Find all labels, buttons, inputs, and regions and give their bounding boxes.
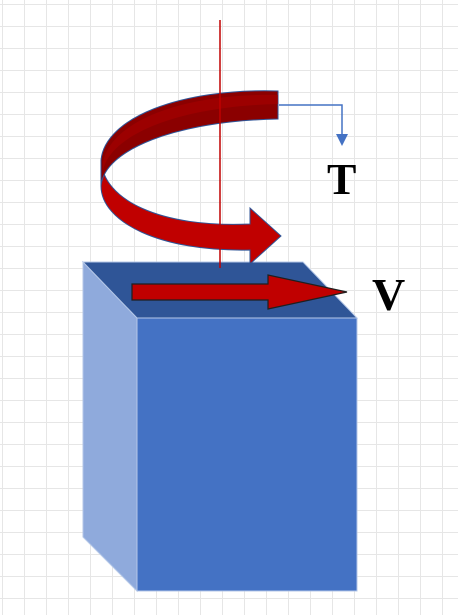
torque-arrow-back [100, 90, 279, 187]
torque-leader-arrowhead [336, 134, 348, 146]
box-front-face [136, 317, 358, 592]
torque-leader-line [279, 104, 343, 140]
torque-arrow-front [100, 159, 282, 266]
box-side-face [82, 260, 138, 593]
torque-label: T [327, 155, 357, 204]
shear-label: V [372, 269, 406, 320]
torque-arrow-back-highlight [103, 94, 278, 170]
shear-arrow [131, 274, 348, 310]
